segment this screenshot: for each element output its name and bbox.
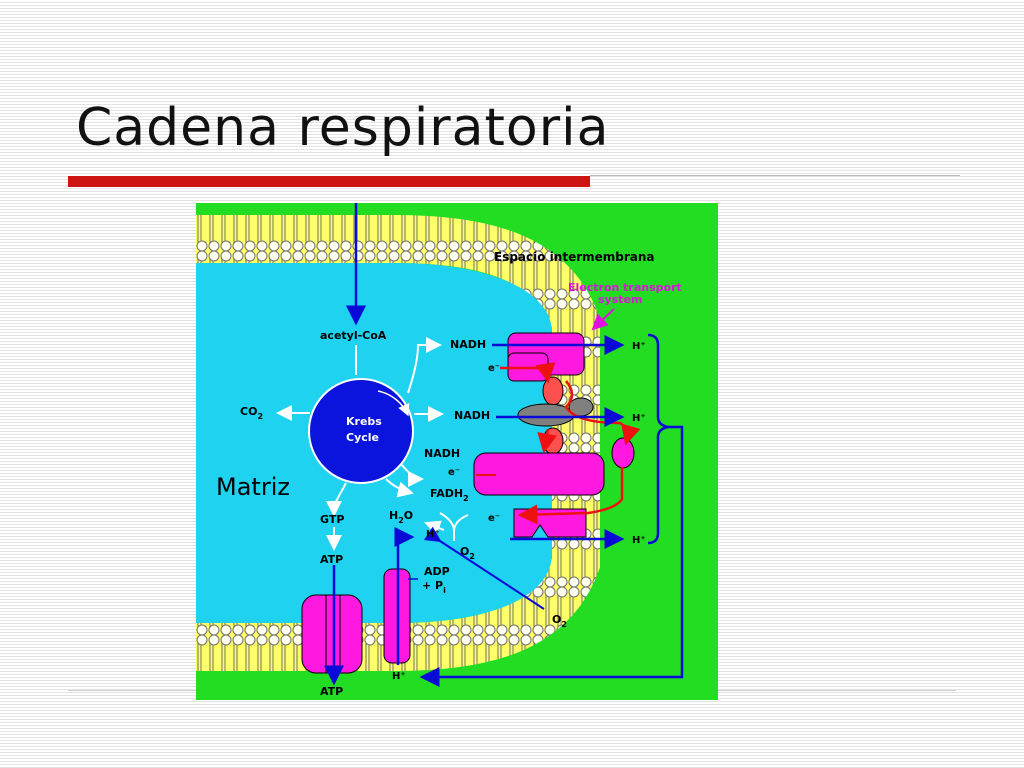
atp-label-outer: ATP [320,685,343,698]
h2o-label: H2O [389,509,413,525]
callout-line-1: Electron transport [568,281,682,294]
adp-label: ADP [424,565,450,578]
nadh-label-3: NADH [424,447,460,460]
krebs-label-2: Cycle [346,431,379,444]
nadh-3-arrow [401,464,424,487]
complex-ii-head [611,437,635,469]
callout-line-2: system [598,293,642,306]
electron-path-2 [564,380,641,446]
gtp-label: GTP [320,513,344,526]
proton-label-2: H⁺ [632,413,646,424]
acetyl-coa-label: acetyl-CoA [320,329,387,342]
atp-synthase-channel [301,594,363,674]
krebs-cycle-arrow [377,390,410,417]
pi-label: + Pi [422,579,446,595]
slide-title: Cadena respiratoria [76,98,610,158]
o2-uptake-arrow [423,526,545,610]
proton-return-arrow [394,527,415,665]
proton-return-loop [419,425,684,687]
intermembrane-label: Espacio intermembrana [494,250,655,264]
electron-label-1: e⁻ [488,363,500,374]
proton-label-4: H⁺ [426,529,440,540]
electron-path-3 [537,428,557,454]
fadh2-label: FADH2 [430,487,469,503]
krebs-cycle [308,378,414,484]
proton-label-5: H⁺ [392,671,406,682]
electron-label-2: e⁻ [448,467,460,478]
electron-path-1 [500,362,556,384]
atp-label-inner: ATP [320,553,343,566]
krebs-label-1: Krebs [346,415,382,428]
co2-label: CO2 [240,405,263,421]
nadh-1-arrow [407,337,442,394]
title-rule [590,175,960,176]
respiratory-chain-diagram: Espacio intermembrana Matriz Electron tr… [196,203,718,700]
proton-label-1: H⁺ [632,341,646,352]
o2-label-outer: O2 [552,613,567,629]
callout-arrow [591,308,615,331]
gtp-arrow [326,482,347,517]
fadh2-arrow [385,478,414,498]
o2-label-inner: O2 [460,545,475,561]
electron-path-4 [517,467,624,525]
proton-label-3: H⁺ [632,535,646,546]
nadh-label-1: NADH [450,338,486,351]
nadh-label-2: NADH [454,409,490,422]
inner-membrane [196,215,600,671]
title-accent-bar [68,176,590,187]
matrix-label: Matriz [216,473,290,501]
electron-label-3: e⁻ [488,513,500,524]
ubiquinone [542,376,564,406]
